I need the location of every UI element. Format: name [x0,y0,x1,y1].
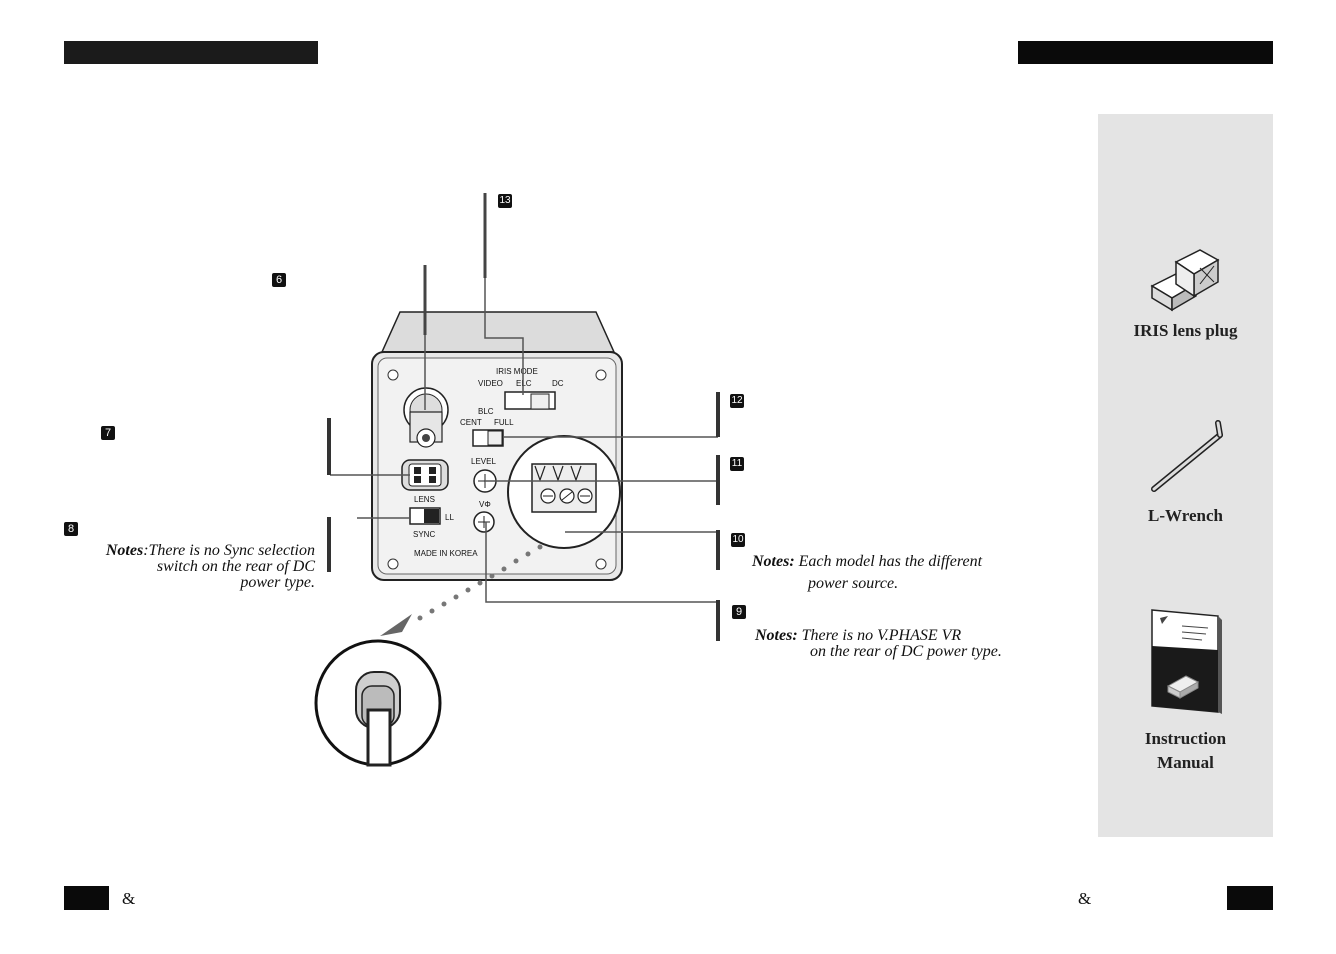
marker-9: 9 [732,605,746,619]
note-power-text: Each model has the different [794,553,983,570]
marker-13: 13 [498,194,512,208]
note-sync: Notes:There is no Sync selection switch … [60,543,315,591]
marker-7: 7 [101,426,115,440]
lens-connector-icon [401,459,449,491]
marker-11: 11 [730,457,744,471]
note-sync-label: Notes [105,542,144,559]
label-video: VIDEO [478,379,503,388]
footer-page-box-right [1227,886,1273,910]
header-bar-left [64,41,318,64]
caption-iris-plug: IRIS lens plug [1133,321,1238,340]
note-sync-line3: power type. [240,574,315,591]
label-made-in: MADE IN KOREA [414,549,478,558]
screw-icon [387,369,607,570]
arrow-icon [380,614,412,636]
note-power-label: Notes: [752,553,795,570]
label-cent: CENT [460,418,482,427]
note-vphase-label: Notes: [755,627,798,644]
label-level: LEVEL [471,457,496,466]
marker-12: 12 [730,394,744,408]
note-power-line2: power source. [808,575,899,592]
marker-8: 8 [64,522,78,536]
magnified-plug-icon [355,671,401,767]
callout-bar-9 [716,600,720,641]
label-sync: SYNC [413,530,435,539]
note-vphase-text: There is no V.PHASE VR [797,627,962,644]
note-vphase: Notes: There is no V.PHASE VR on the rea… [755,628,1045,660]
power-terminal-block [531,463,597,513]
camera-rear-diagram: LENS IRIS MODE VIDEO ELC DC BLC CENT FUL… [314,193,718,767]
label-ll: LL [445,513,454,522]
callout-bar-6 [327,418,331,475]
caption-manual-line2: Manual [1157,753,1214,772]
iris-plug-icon [1150,249,1220,312]
note-vphase-line2: on the rear of DC power type. [810,643,1002,660]
footer-page-box-left [64,886,109,910]
label-lens: LENS [414,495,435,504]
footer-amp-right: & [1078,889,1092,908]
label-vphase: VΦ [479,500,491,509]
accessories-panel: IRIS lens plug L-Wrench Instruction Manu… [1098,114,1273,837]
callout-bar-12 [716,392,720,437]
bnc-connector-icon [403,387,449,448]
footer-amp-left: & [122,889,136,908]
label-iris-mode: IRIS MODE [496,367,538,376]
note-sync-line2: switch on the rear of DC [156,558,315,575]
caption-wrench: L-Wrench [1148,506,1223,525]
label-elc: ELC [516,379,532,388]
callout-bar-8 [327,517,331,572]
note-sync-text: :There is no Sync selection [143,542,315,559]
callout-bar-11 [716,455,720,505]
label-full: FULL [494,418,514,427]
callout-bar-10 [716,530,720,570]
label-dc: DC [552,379,564,388]
marker-10: 10 [731,533,745,547]
label-blc: BLC [478,407,494,416]
header-bar-right [1018,41,1273,64]
wrench-icon [1151,420,1223,492]
caption-manual-line1: Instruction [1144,729,1227,748]
note-power: Notes: Each model has the different powe… [752,551,1042,595]
camera-body-top [380,311,616,353]
marker-6: 6 [272,273,286,287]
manual-book-icon [1151,609,1222,714]
